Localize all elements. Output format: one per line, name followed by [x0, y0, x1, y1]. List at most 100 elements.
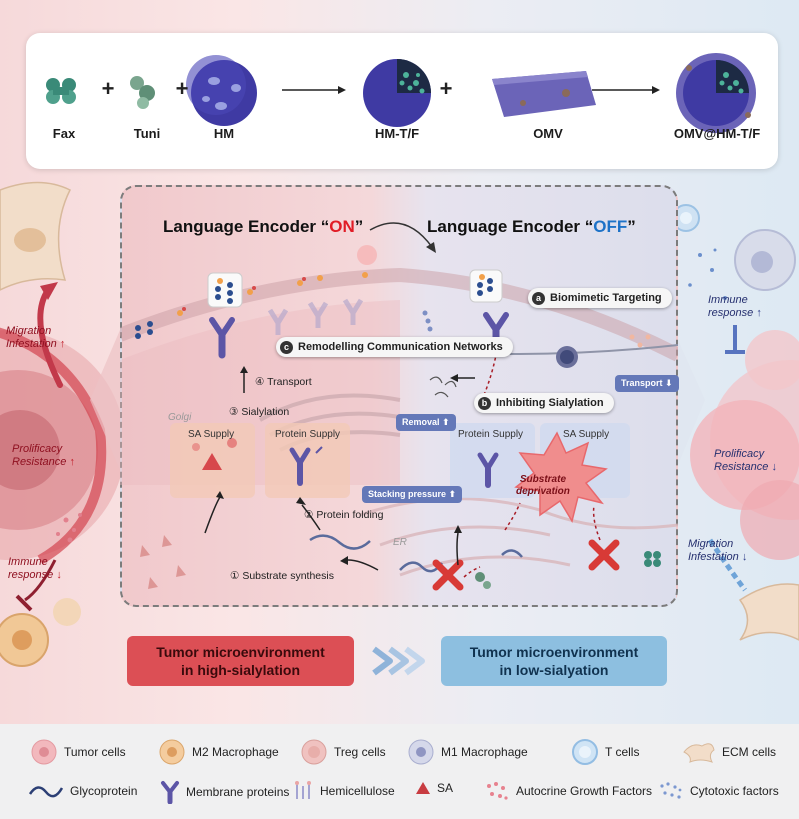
encoder-off-suffix: ” [627, 217, 636, 236]
up-arrow-icon: ↑ [756, 307, 762, 319]
legend-sa-label: SA [437, 781, 454, 795]
autocrine-growth-factors-icon [487, 782, 508, 800]
golgi-label: Golgi [168, 412, 192, 423]
right-migration-line2: Infestation [688, 551, 739, 563]
encoder-off-title: Language Encoder “OFF” [427, 217, 636, 237]
substrate-deprivation-text: Substrate deprivation [516, 474, 570, 498]
inhibiting-sialylation-text: Inhibiting Sialylation [496, 397, 604, 409]
legend-membrane-proteins: Membrane proteins [160, 780, 289, 804]
er-label: ER [393, 537, 407, 548]
membrane-protein-left [209, 317, 235, 359]
removal-up-tag: Removal ⬆ [396, 414, 456, 431]
step-transport: ④ Transport [255, 376, 312, 388]
red-cross-icon-2 [588, 539, 620, 571]
tme-low-line1: Tumor microenvironment [469, 644, 639, 660]
tme-low-line2: in low-sialyation [499, 662, 609, 678]
right-ecm-cell [738, 583, 799, 641]
legend-treg-cells-label: Treg cells [334, 745, 386, 759]
t-cell-icon [572, 739, 598, 765]
tme-high-line2: in high-sialylation [180, 662, 300, 678]
tme-high-line1: Tumor microenvironment [156, 644, 325, 660]
left-prolificacy-line2: Resistance [12, 456, 67, 468]
hemicellulose-icon [295, 781, 311, 799]
legend-t-cells: T cells [571, 738, 639, 766]
up-arrow-icon: ↑ [59, 338, 66, 350]
legend-tumor-cells: Tumor cells [30, 738, 126, 766]
legend-m2-macrophage-label: M2 Macrophage [192, 745, 279, 759]
tuni-molecule-icon [130, 76, 155, 109]
legend-cytotoxic: Cytotoxic factors [658, 780, 779, 802]
sa-supply-right-label: SA Supply [563, 429, 610, 440]
legend-cytotoxic-label: Cytotoxic factors [690, 784, 779, 798]
step-sialylation: ③ Sialylation [229, 406, 290, 418]
double-chevron-icon [372, 646, 425, 676]
right-migration-line1: Migration [688, 538, 734, 550]
right-immune-line2: response [708, 307, 754, 319]
step-substrate-synthesis: ① Substrate synthesis [230, 570, 334, 582]
omv-label: OMV [533, 126, 563, 141]
substrate-deprivation-line1: Substrate [519, 474, 567, 485]
encoder-on-title: Language Encoder “ON” [163, 217, 363, 237]
fax-molecule-icon [46, 78, 76, 104]
omv-membrane-icon [492, 71, 596, 117]
legend-m2-macrophage: M2 Macrophage [158, 738, 279, 766]
stacking-pressure-up-tag: Stacking pressure ⬆ [362, 486, 463, 503]
red-cross-icon [432, 559, 464, 591]
tme-low-sialylation-box: Tumor microenvironment in low-sialyation [441, 636, 667, 686]
left-growth-factors [56, 513, 82, 543]
legend-glycoprotein: Glycoprotein [28, 780, 137, 802]
ecm-cell-icon [683, 743, 715, 763]
transport-down-tag: Transport ⬇ [615, 375, 679, 392]
right-prolificacy-line2: Resistance [714, 461, 769, 473]
membrane-protein-icon [161, 781, 179, 804]
right-immune-line1: Immune [708, 294, 748, 306]
legend-tumor-cells-label: Tumor cells [64, 745, 126, 759]
left-migration-arrow [37, 287, 63, 388]
protein-supply-left-label: Protein Supply [275, 429, 341, 440]
hm-tf-sphere-icon [363, 59, 431, 127]
sialylated-glycans-left [135, 272, 368, 339]
m2-macrophage-icon [159, 739, 185, 765]
remodelling-callout: c Remodelling Communication Networks [276, 337, 513, 357]
down-arrow-icon: ↓ [741, 551, 748, 563]
protein-supply-right-label: Protein Supply [458, 429, 524, 440]
glycoprotein-icon [28, 786, 64, 798]
legend-panel [0, 724, 799, 819]
legend-autocrine-label: Autocrine Growth Factors [516, 784, 653, 798]
right-m1-macrophage [734, 229, 796, 291]
left-m2-macrophage [0, 598, 81, 667]
right-prolificacy-line2-row: Resistance ↓ [714, 461, 777, 474]
legend-hemicellulose: Hemicellulose [292, 780, 395, 802]
protein-supply-icon-left [289, 446, 323, 486]
down-arrow-icon: ↓ [771, 461, 777, 473]
step-protein-folding: ② Protein folding [304, 509, 384, 521]
biomimetic-targeting-text: Biomimetic Targeting [550, 292, 662, 304]
left-migration-line2: Infestation [6, 338, 57, 350]
legend-ecm-cells-label: ECM cells [722, 745, 777, 759]
badge-a: a [532, 291, 545, 305]
legend-t-cells-label: T cells [605, 745, 640, 759]
cytotoxic-factors-icon [660, 782, 682, 799]
legend-autocrine: Autocrine Growth Factors [484, 780, 652, 802]
up-arrow-icon: ↑ [69, 456, 75, 468]
substrate-deprivation-burst [514, 431, 608, 523]
synthesis-graphics [46, 53, 756, 133]
down-arrow-icon: ↓ [56, 569, 62, 581]
tumor-cell-icon [31, 739, 57, 765]
inhibiting-sialylation-callout: b Inhibiting Sialylation [474, 393, 614, 413]
remodelling-text: Remodelling Communication Networks [298, 341, 503, 353]
hm-label: HM [213, 126, 235, 141]
left-ecm-cell [0, 181, 72, 291]
left-prolificacy-line2-row: Resistance ↑ [12, 456, 75, 469]
removal-tag-text: Removal [402, 417, 440, 427]
encoder-on-word: ON [329, 217, 355, 236]
m1-macrophage-icon [408, 739, 434, 765]
legend-membrane-proteins-label: Membrane proteins [186, 785, 290, 799]
plus-sign-1: + [101, 76, 115, 101]
stacking-tag-text: Stacking pressure [368, 489, 447, 499]
legend-m1-macrophage: M1 Macrophage [407, 738, 528, 766]
left-prolificacy-line1: Prolificacy [12, 443, 63, 455]
legend-hemicellulose-label: Hemicellulose [320, 784, 395, 798]
left-immune-line2-row: response ↓ [8, 569, 62, 582]
